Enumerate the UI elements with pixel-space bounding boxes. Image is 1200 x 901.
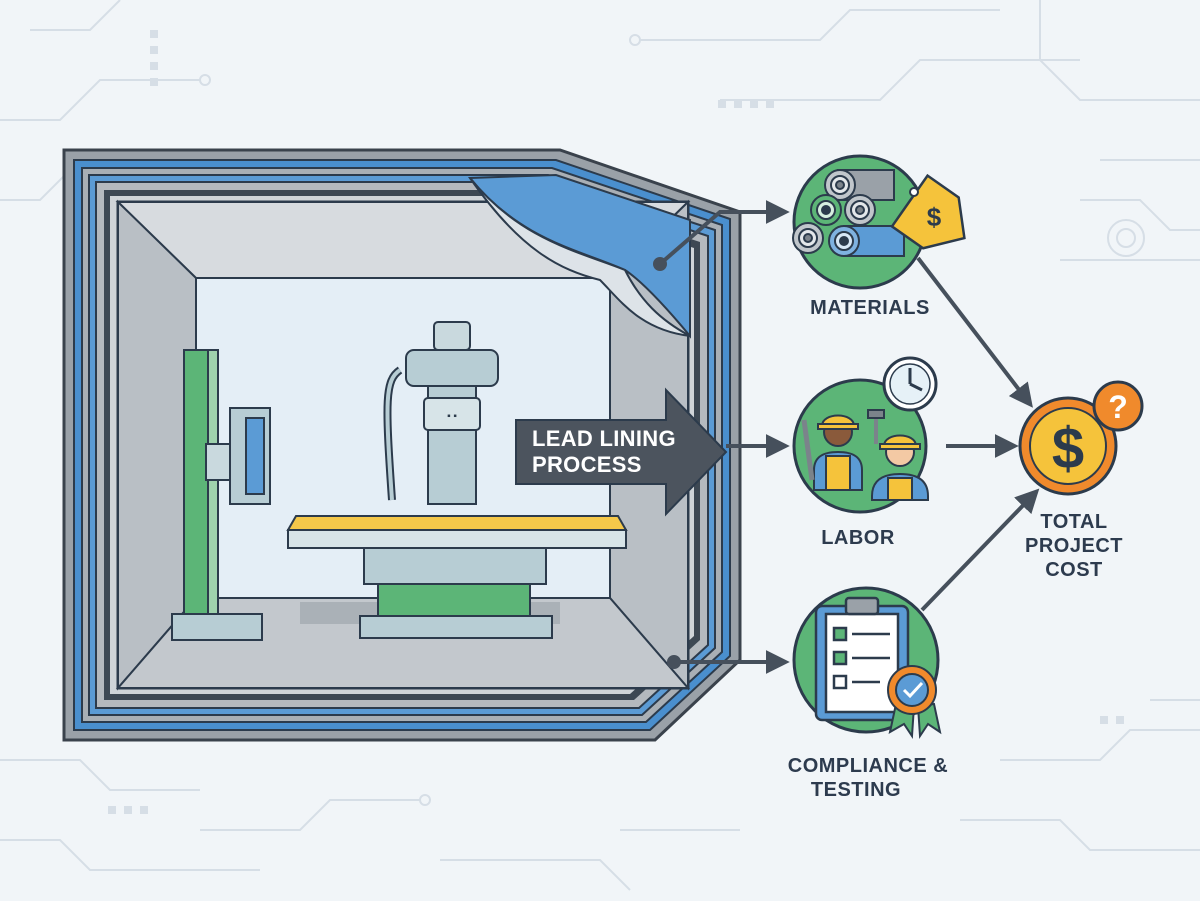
- labor-node: LABOR: [792, 356, 938, 549]
- lead-rolls-icon: [792, 169, 905, 257]
- total-label-line3: COST: [1045, 559, 1103, 581]
- total-cost-node: $ ? TOTAL PROJECT COST: [1018, 380, 1144, 581]
- price-tag-icon: $: [890, 173, 966, 250]
- materials-label: MATERIALS: [810, 297, 930, 319]
- circuit-dots: [108, 30, 1124, 814]
- xray-tube-column: ▪ ▪: [383, 321, 499, 505]
- worker-left-icon: [801, 414, 863, 491]
- question-glyph: ?: [1108, 389, 1128, 425]
- materials-node: $ MATERIALS: [792, 154, 966, 319]
- compliance-node: COMPLIANCE & TESTING: [788, 586, 948, 801]
- tag-dollar-glyph: $: [927, 202, 942, 232]
- compliance-label-line1: COMPLIANCE &: [788, 755, 948, 777]
- svg-text:▪ ▪: ▪ ▪: [447, 411, 457, 422]
- process-label-line1: LEAD LINING: [532, 426, 676, 451]
- coin-dollar-glyph: $: [1052, 416, 1084, 481]
- worker-right-icon: [867, 409, 929, 501]
- clipboard-checklist-icon: [814, 596, 910, 722]
- lead-lining-process-arrow: LEAD LINING PROCESS: [515, 387, 728, 517]
- total-label-line1: TOTAL: [1040, 511, 1107, 533]
- arrow-to-materials: [658, 200, 790, 266]
- compliance-label-line2: TESTING: [811, 779, 901, 801]
- question-badge-icon: ?: [1092, 380, 1144, 432]
- total-label-line2: PROJECT: [1025, 535, 1123, 557]
- shielded-room: ▪ ▪: [62, 148, 742, 742]
- clock-icon: [882, 356, 938, 412]
- process-label-line2: PROCESS: [532, 452, 642, 477]
- dollar-coin-icon: $: [1018, 396, 1118, 496]
- arrow-compliance-to-total: [920, 488, 1040, 612]
- certificate-seal-icon: [887, 665, 942, 740]
- peel-underside: [469, 177, 691, 337]
- xray-wall-stand: [171, 349, 271, 641]
- patient-table: [286, 515, 628, 639]
- connector-arrows: [653, 200, 1040, 674]
- labor-label: LABOR: [821, 527, 895, 549]
- arrow-materials-to-total: [916, 256, 1033, 408]
